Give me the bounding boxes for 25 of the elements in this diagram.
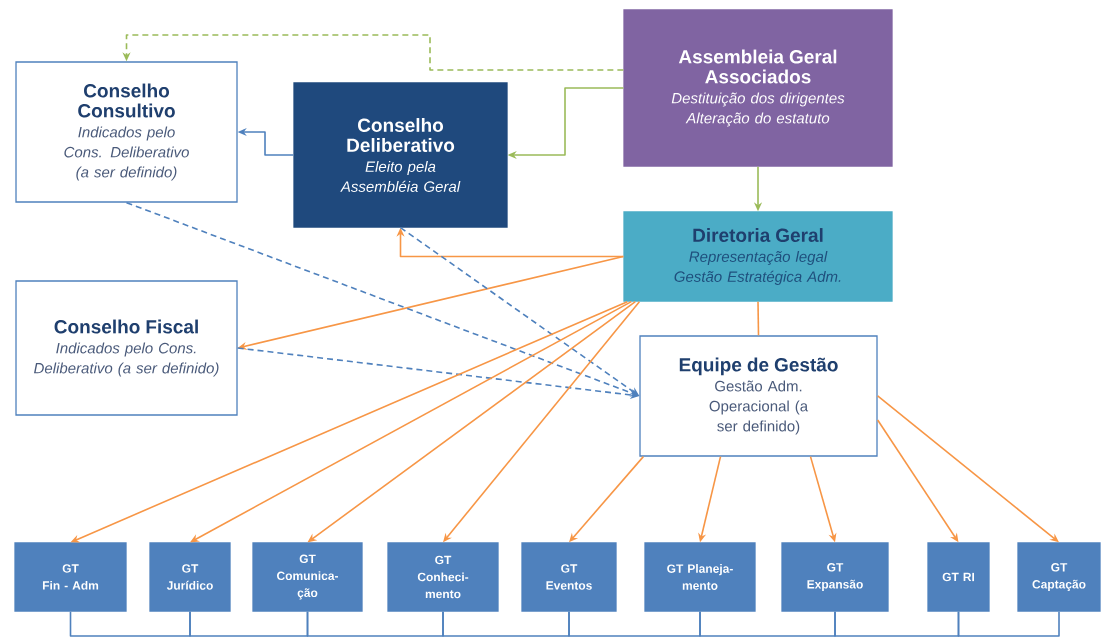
working-group-box: GT Jurídico (149, 542, 231, 612)
connector-line (834, 610, 960, 637)
working-group-box: GT Captação (1017, 542, 1101, 612)
working-group-box: GT Comunica- ção (252, 542, 363, 612)
arrow (190, 300, 633, 543)
connector-line (568, 610, 701, 637)
working-group-box: GT Eventos (521, 542, 617, 612)
working-group-box: GT Fin - Adm (14, 542, 127, 612)
working-group-box: GT Planeja- mento (644, 542, 756, 612)
connector-line (957, 610, 1060, 637)
connector-line (306, 610, 444, 637)
council-box: Conselho Consultivo Indicados pelo Cons. Deliberativo (a ser definido) (15, 61, 238, 203)
connector-line (699, 610, 836, 637)
council-box: Conselho Fiscal Indicados pelo Cons. Deliberativo (a ser definido) (15, 280, 238, 416)
working-group-box: GT Expansão (781, 542, 889, 612)
working-group-box: GT RI (927, 542, 990, 612)
connector-line (442, 610, 570, 637)
connector-line (189, 610, 309, 637)
board-box: Diretoria Geral Representação legal Gestão Estratégica Adm. (623, 211, 893, 302)
connector-line (69, 610, 191, 637)
working-group-box: GT Conheci- mento (387, 542, 499, 612)
council-box: Conselho Deliberativo Eleito pela Assembléia Geral (293, 82, 508, 228)
connector-line (757, 300, 760, 337)
assembly-box: Assembleia Geral Associados Destituição dos dirigentes Alteração do estatuto (623, 9, 893, 167)
team-box: Equipe de Gestão Gestão Adm. Operacional (a ser definido) (639, 335, 878, 457)
